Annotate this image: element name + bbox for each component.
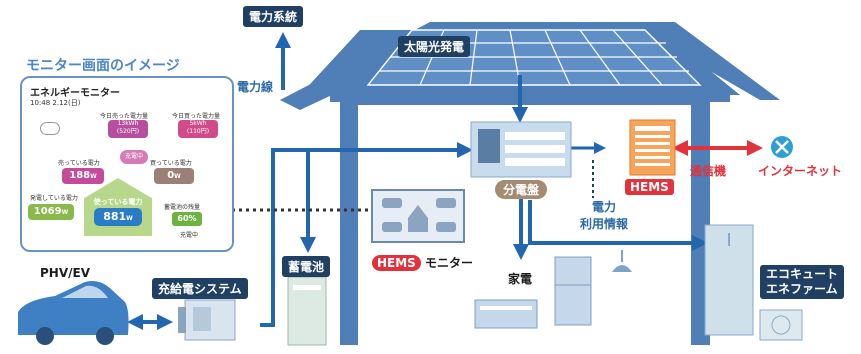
cloud-icon	[40, 122, 60, 135]
hems-monitor-icon	[371, 189, 465, 243]
generating-label: 発電している電力	[30, 195, 78, 202]
comm-label: 通信機	[690, 164, 727, 178]
monitor-datetime: 10:48 2.12(日)	[30, 99, 81, 107]
power-info-label: 電力 利用情報	[580, 198, 628, 232]
sold-today-yen: (520円)	[116, 128, 140, 135]
bought-today-badge: 5kWh (110円)	[178, 120, 218, 138]
monitor-panel: エネルギーモニター 10:48 2.12(日) 今日売った電力量 13kWh (…	[20, 76, 234, 252]
bought-today-label: 今日買った電力量	[172, 113, 221, 120]
phv-car-icon	[18, 281, 129, 345]
buying-value: 0	[167, 170, 175, 181]
sold-today-kwh: 13kWh	[117, 120, 139, 127]
buying-label: 買っている電力	[150, 160, 192, 167]
power-line-label: 電力線	[237, 80, 274, 94]
unit: W	[61, 209, 69, 216]
phv-label: PHV/EV	[40, 266, 90, 280]
hems-monitor-label: HEMS モニター	[372, 254, 473, 271]
battery-level-value: 60%	[172, 212, 202, 226]
hems-monitor-text: モニター	[425, 256, 474, 270]
ecocute-line2: エネファーム	[766, 282, 838, 296]
appliances-label: 家電	[508, 272, 533, 286]
internet-icon	[771, 136, 793, 158]
unit: W	[90, 173, 97, 180]
battery-level-label: 蓄電池の残量	[164, 204, 201, 211]
bought-today-yen: (110円)	[186, 128, 210, 135]
battery-label: 蓄電池	[282, 256, 331, 277]
internet-label: インターネット	[758, 164, 843, 178]
sold-today-badge: 13kWh (520円)	[108, 120, 148, 138]
generating-value-box: 1069W	[28, 204, 74, 220]
house-graphic	[84, 178, 152, 236]
house-eave	[330, 88, 730, 102]
sold-today-label: 今日売った電力量	[100, 113, 149, 120]
unit: W	[126, 215, 133, 222]
selling-value: 188	[69, 170, 91, 181]
hems-device-icon	[629, 119, 676, 176]
unit: W	[174, 173, 181, 180]
hems-label: HEMS	[625, 179, 674, 195]
battery-status: 充電中	[180, 232, 199, 239]
power-info-line1: 電力	[592, 200, 617, 214]
power-info-line2: 利用情報	[580, 217, 629, 231]
monitor-title: エネルギーモニター	[30, 88, 120, 99]
selling-value-box: 188W	[62, 168, 104, 184]
using-value: 881	[103, 210, 127, 223]
ecocute-arrow	[528, 200, 708, 251]
power-flow-lines	[127, 32, 708, 330]
grid-label: 電力系統	[243, 6, 304, 27]
main-line	[260, 142, 473, 327]
monitor-heading: モニター画面のイメージ	[26, 58, 180, 74]
using-label: 使っている電力	[93, 198, 143, 206]
selling-label: 売っている電力	[58, 160, 100, 167]
battery-icon	[287, 276, 327, 346]
charger-icon	[178, 299, 236, 341]
solar-label: 太陽光発電	[398, 36, 471, 57]
generating-value: 1069	[33, 206, 62, 217]
charging-badge: 充電中	[120, 150, 148, 164]
ecocute-line1: エコキュート	[766, 267, 839, 281]
bought-today-kwh: 5kWh	[189, 120, 207, 127]
using-value-box: 881W	[94, 208, 142, 226]
ecocute-icon	[704, 224, 803, 341]
appliances-icon	[474, 250, 632, 329]
ecocute-label: エコキュート エネファーム	[760, 265, 845, 299]
distribution-label: 分電盤	[495, 180, 548, 199]
charger-label: 充給電システム	[152, 278, 248, 299]
hems-monitor-badge: HEMS	[372, 255, 421, 271]
distribution-board-icon	[470, 121, 572, 178]
buying-value-box: 0W	[154, 168, 194, 184]
